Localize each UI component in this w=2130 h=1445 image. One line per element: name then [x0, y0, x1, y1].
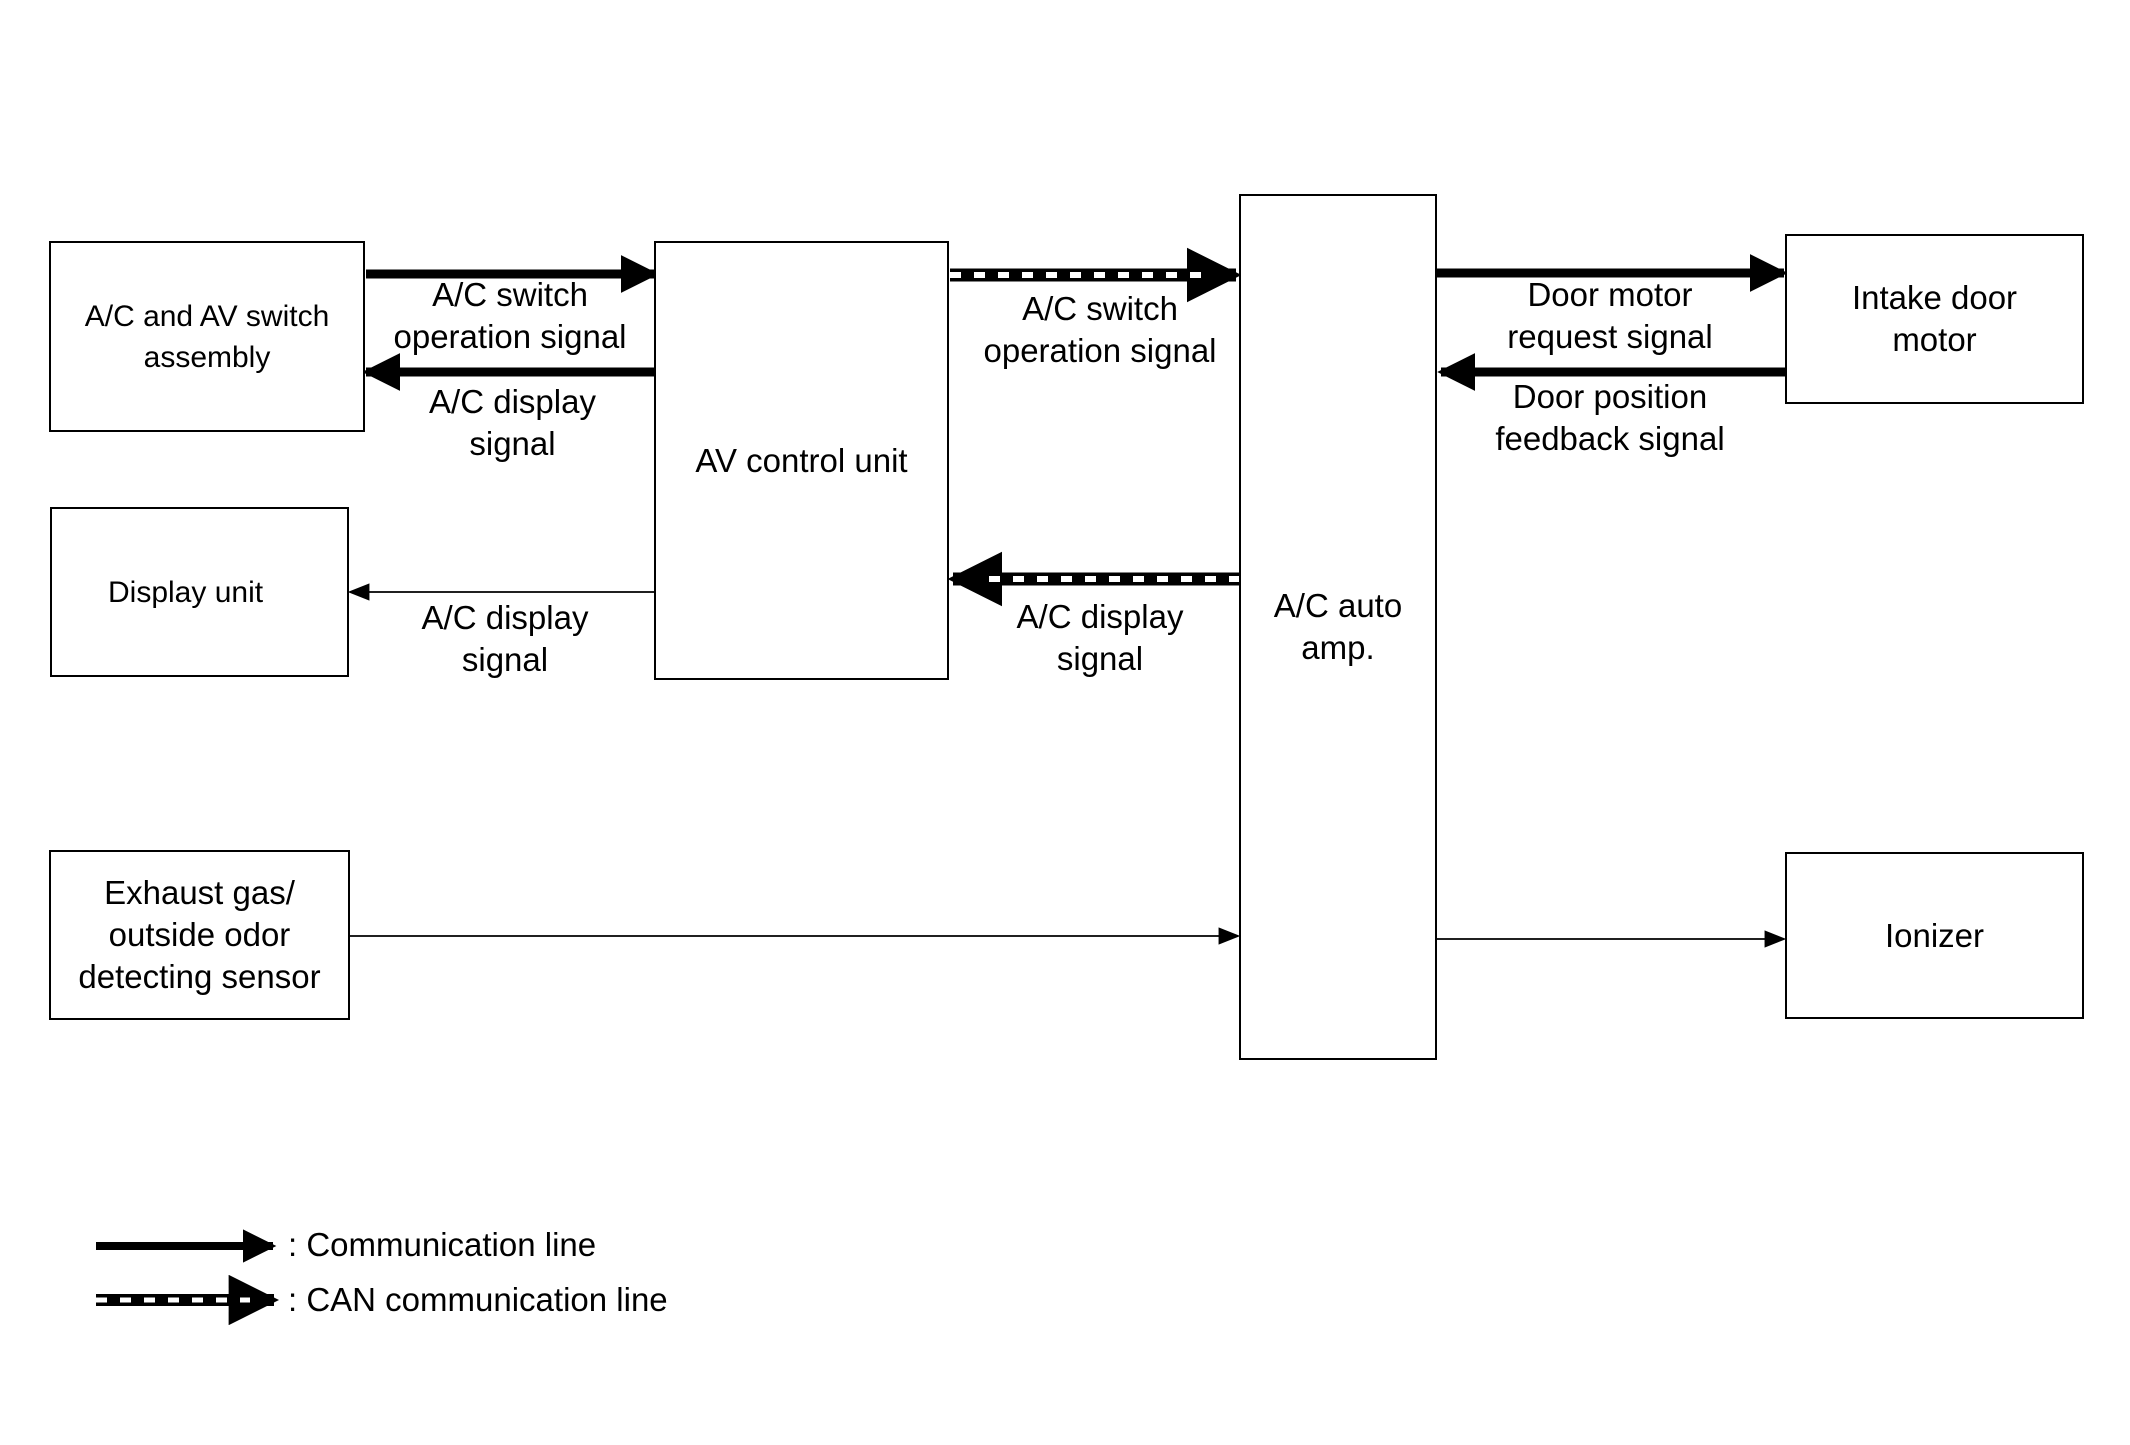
legend-can-line-label: : CAN communication line — [288, 1281, 668, 1318]
signal-av-to-amp-label: A/C switch operation signal — [983, 290, 1217, 369]
ac-auto-amp-label: A/C auto amp. — [1273, 587, 1403, 666]
signal-switch-to-av-label: A/C switch operation signal — [393, 276, 627, 355]
intake-door-motor-label: Intake door motor — [1851, 279, 2018, 358]
odor-sensor-box: Exhaust gas/ outside odor detecting sens… — [49, 850, 350, 1020]
signal-av-to-display-label: A/C display signal — [421, 599, 589, 678]
signal-amp-to-av-label: A/C display signal — [1016, 598, 1184, 677]
legend-communication-line-label: : Communication line — [288, 1226, 597, 1263]
ionizer-label: Ionizer — [1884, 916, 1985, 954]
ionizer-box: Ionizer — [1785, 852, 2084, 1019]
switch-assembly-label: A/C and AV switch assembly — [84, 299, 330, 374]
signal-av-to-switch-label: A/C display signal — [429, 383, 596, 462]
switch-assembly-box: A/C and AV switch assembly — [49, 241, 365, 432]
av-control-unit-box: AV control unit — [654, 241, 949, 680]
signal-motor-to-amp-label: Door position feedback signal — [1495, 378, 1725, 457]
intake-door-motor-box: Intake door motor — [1785, 234, 2084, 404]
odor-sensor-label: Exhaust gas/ outside odor detecting sens… — [78, 874, 321, 995]
ac-auto-amp-box: A/C auto amp. — [1239, 194, 1437, 1060]
av-control-unit-label: AV control unit — [695, 441, 908, 479]
display-unit-label: Display unit — [108, 575, 264, 609]
signal-amp-to-motor-label: Door motor request signal — [1507, 276, 1713, 355]
display-unit-box: Display unit — [50, 507, 349, 677]
